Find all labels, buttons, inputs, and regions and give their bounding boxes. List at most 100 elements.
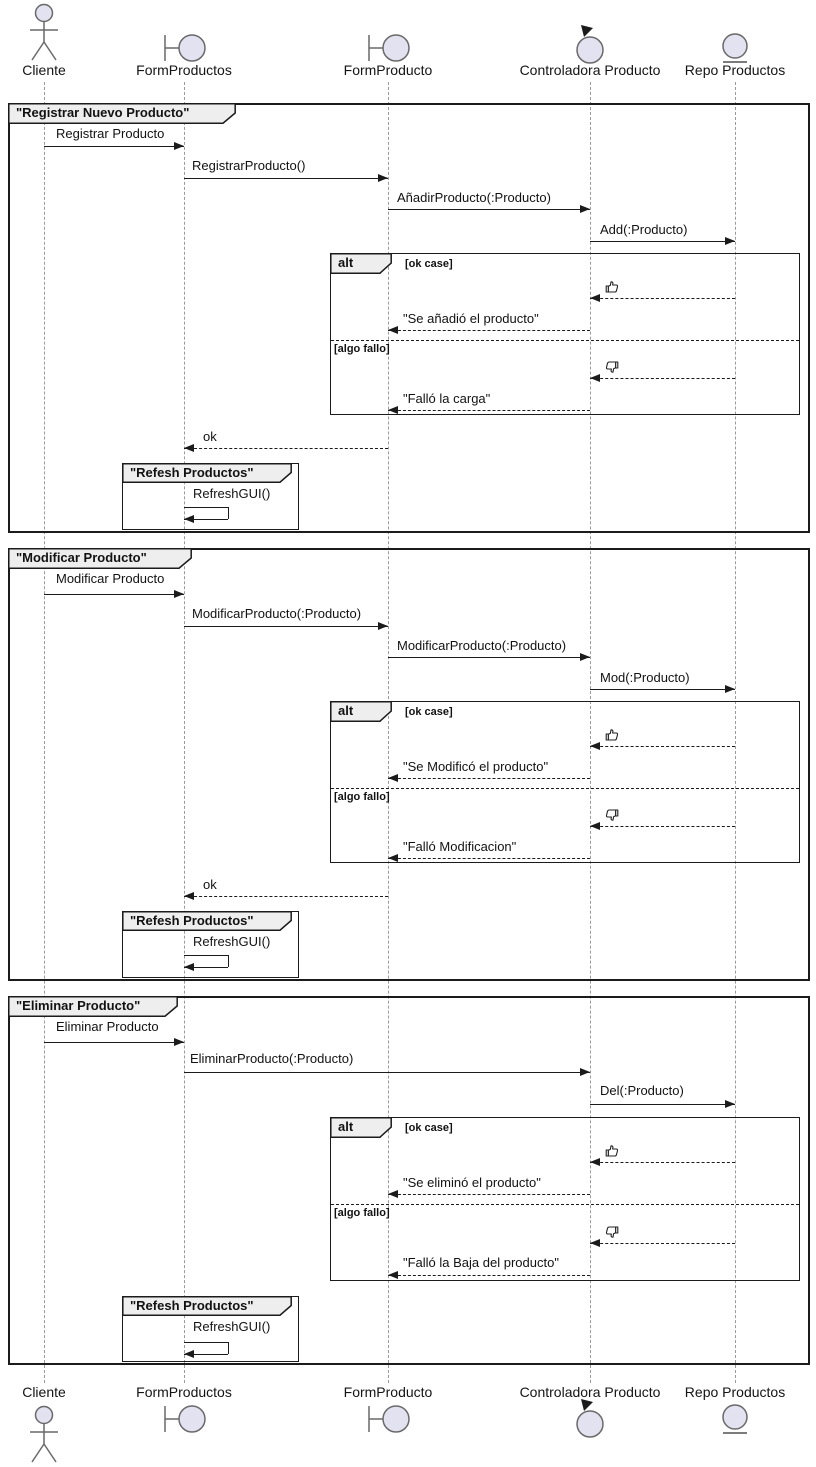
message-label: RefreshGUI(): [193, 486, 271, 501]
message-arrow: [184, 178, 388, 179]
group-title-tab: "Refesh Productos": [122, 911, 292, 931]
boundary-icon: [162, 33, 208, 68]
alt-fragment: [330, 1117, 800, 1281]
message-arrow: [388, 657, 590, 658]
self-arrow: [184, 1342, 228, 1343]
arrowhead-icon: [388, 326, 398, 334]
arrowhead-icon: [388, 1271, 398, 1279]
arrowhead-icon: [590, 1158, 600, 1166]
alt-operator-tab: alt: [330, 1117, 392, 1138]
group-title-tab: "Refesh Productos": [122, 1296, 292, 1316]
alt-operator: alt: [338, 255, 354, 270]
guard-label: [ok case]: [405, 258, 453, 270]
alt-divider: [331, 1204, 799, 1205]
alt-operator-tab: alt: [330, 253, 392, 274]
participant-label: Cliente: [22, 1384, 66, 1400]
frame-title-tab: "Registrar Nuevo Producto": [8, 103, 236, 124]
arrowhead-icon: [580, 205, 590, 213]
participant-label: Repo Productos: [684, 62, 786, 78]
self-arrow: [228, 507, 229, 519]
message-arrow: [44, 594, 184, 595]
arrowhead-icon: [388, 1190, 398, 1198]
alt-operator: alt: [338, 1119, 354, 1134]
arrowhead-icon: [174, 142, 184, 150]
participant-label: Controladora Producto: [519, 1384, 661, 1400]
arrowhead-icon: [378, 622, 388, 630]
boundary-icon: [366, 1404, 412, 1439]
self-arrow: [184, 507, 228, 508]
group-title-tab: "Refesh Productos": [122, 463, 292, 483]
arrowhead-icon: [184, 963, 194, 971]
self-arrow: [184, 519, 228, 520]
entity-icon: [720, 33, 750, 70]
participant-label: Controladora Producto: [519, 62, 661, 78]
arrowhead-icon: [590, 822, 600, 830]
alt-fragment: [330, 701, 800, 863]
control-icon: [573, 1398, 607, 1443]
frame-eliminar: [8, 996, 810, 1365]
frame-modificar: [8, 548, 810, 981]
message-arrow: [388, 209, 590, 210]
group-title: "Refesh Productos": [130, 913, 254, 928]
self-arrow: [228, 955, 229, 967]
arrowhead-icon: [590, 742, 600, 750]
message-label: ModificarProducto(:Producto): [397, 638, 567, 653]
participant-label: FormProducto: [343, 62, 433, 78]
return-arrow: [388, 330, 590, 331]
participant-label: FormProducto: [343, 1384, 433, 1400]
self-arrow: [184, 967, 228, 968]
message-label: ModificarProducto(:Producto): [192, 606, 362, 621]
participant-label: Repo Productos: [684, 1384, 786, 1400]
message-arrow: [44, 146, 184, 147]
arrowhead-icon: [580, 1068, 590, 1076]
lifeline-formproducto: [388, 82, 389, 1383]
message-label: ok: [203, 429, 217, 444]
thumbs-down-icon: [604, 1224, 620, 1240]
arrowhead-icon: [580, 653, 590, 661]
return-arrow: [590, 1162, 735, 1163]
return-arrow: [388, 1275, 590, 1276]
alt-operator-tab: alt: [330, 701, 392, 722]
message-label: RefreshGUI(): [193, 1319, 271, 1334]
lifeline-controladora: [590, 82, 591, 1383]
arrowhead-icon: [184, 1350, 194, 1358]
message-label: EliminarProducto(:Producto): [190, 1051, 354, 1066]
message-label: "Se eliminó el producto": [403, 1175, 541, 1190]
return-arrow: [184, 896, 388, 897]
message-label: "Falló la carga": [403, 391, 491, 406]
frame-registrar: [8, 103, 810, 533]
message-label: Add(:Producto): [600, 222, 688, 237]
arrowhead-icon: [590, 1239, 600, 1247]
boundary-icon: [366, 33, 412, 68]
message-label: Modificar Producto: [56, 571, 165, 586]
message-arrow: [590, 241, 735, 242]
frame-title: "Eliminar Producto": [16, 998, 141, 1013]
participant-label: FormProductos: [136, 1384, 232, 1400]
lifeline-cliente: [44, 82, 45, 1383]
message-label: Registrar Producto: [56, 126, 165, 141]
control-icon: [573, 24, 607, 69]
return-arrow: [590, 378, 735, 379]
arrowhead-icon: [378, 174, 388, 182]
message-label: "Falló la Baja del producto": [403, 1255, 559, 1270]
guard-label: [algo fallo]: [334, 1207, 390, 1219]
return-arrow: [184, 448, 388, 449]
message-label: AñadirProducto(:Producto): [397, 190, 551, 205]
thumbs-down-icon: [604, 807, 620, 823]
message-label: "Se añadió el producto": [403, 311, 539, 326]
message-arrow: [590, 689, 735, 690]
arrowhead-icon: [590, 374, 600, 382]
guard-label: [algo fallo]: [334, 791, 390, 803]
arrowhead-icon: [388, 406, 398, 414]
guard-label: [ok case]: [405, 1122, 453, 1134]
message-arrow: [184, 1072, 590, 1073]
alt-operator: alt: [338, 703, 354, 718]
frame-title-tab: "Eliminar Producto": [8, 996, 178, 1017]
guard-label: [algo fallo]: [334, 343, 390, 355]
message-label: Eliminar Producto: [56, 1019, 159, 1034]
alt-fragment: [330, 253, 800, 415]
message-arrow: [590, 1104, 735, 1105]
return-arrow: [388, 778, 590, 779]
lifeline-formproductos: [184, 82, 185, 1383]
arrowhead-icon: [725, 237, 735, 245]
